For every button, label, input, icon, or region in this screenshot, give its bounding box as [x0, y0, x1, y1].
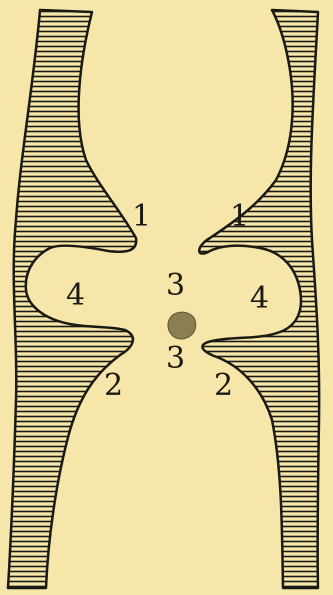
label-4-left: 4	[66, 278, 85, 313]
label-3-upper: 3	[166, 268, 185, 303]
label-4-right: 4	[250, 281, 269, 316]
label-3-lower: 3	[166, 341, 185, 376]
label-1-left: 1	[132, 199, 151, 234]
label-1-right: 1	[230, 199, 249, 234]
label-2-right: 2	[214, 368, 233, 403]
label-2-left: 2	[104, 368, 123, 403]
central-nucleus-mark	[168, 312, 196, 339]
